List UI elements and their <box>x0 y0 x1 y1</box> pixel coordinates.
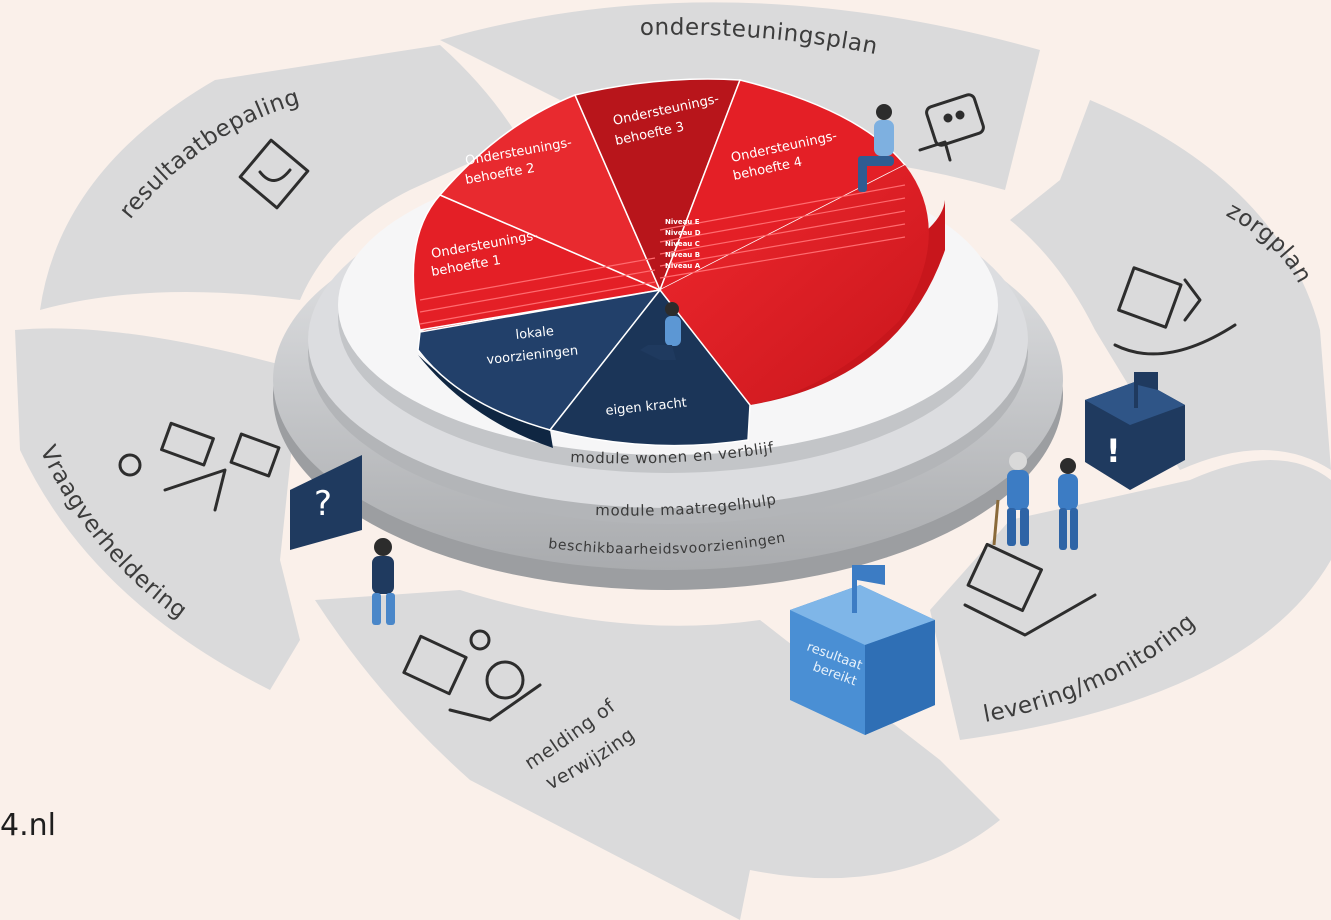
pie-segment-2 <box>438 94 662 292</box>
niveau-label: Niveau A <box>665 262 701 270</box>
pie-segment-3 <box>573 78 742 292</box>
arrow-zorgplan <box>1010 100 1331 470</box>
plan-icon <box>918 93 985 162</box>
question-mark: ? <box>314 484 332 524</box>
pie-segment-4 <box>658 79 907 292</box>
pie-segment-1 <box>412 194 663 331</box>
zorgplan-icon <box>1113 266 1237 356</box>
question-sign-icon: ? <box>290 455 362 550</box>
pie-segment-eigen-kracht <box>548 288 751 447</box>
website-fragment: 4.nl <box>0 808 56 843</box>
niveau-label: Niveau D <box>665 229 701 237</box>
young-person-icon <box>1058 458 1078 550</box>
result-box: resultaat bereikt <box>790 565 935 735</box>
niveau-label: Niveau B <box>665 251 700 259</box>
resultaat-scale-icon <box>238 138 310 210</box>
niveau-labels: Niveau E Niveau D Niveau C Niveau B Nive… <box>665 218 701 270</box>
melding-icon <box>402 629 542 722</box>
niveau-stripes <box>419 184 906 325</box>
label-lokale-line1: lokale <box>515 324 555 343</box>
levering-icon <box>963 542 1097 637</box>
pie-segment-4-rest <box>660 165 929 405</box>
person-pointing-icon <box>372 538 395 625</box>
person-sitting-pie-icon <box>858 104 894 192</box>
pie-chart: Ondersteunings- behoefte 1 Ondersteuning… <box>412 78 945 448</box>
person-sitting-center-icon <box>640 302 681 360</box>
arrow-vraagverheldering <box>15 328 300 690</box>
elderly-person-icon <box>992 452 1029 546</box>
niveau-label: Niveau E <box>665 218 700 226</box>
exclamation-mark: ! <box>1106 432 1121 470</box>
vraagverheldering-icon <box>118 421 281 512</box>
niveau-label: Niveau C <box>665 240 700 248</box>
pie-segment-lokale <box>417 288 662 431</box>
alert-box-icon: ! <box>1085 372 1185 490</box>
arrow-melding <box>315 590 1000 920</box>
arrow-levering <box>930 460 1331 740</box>
